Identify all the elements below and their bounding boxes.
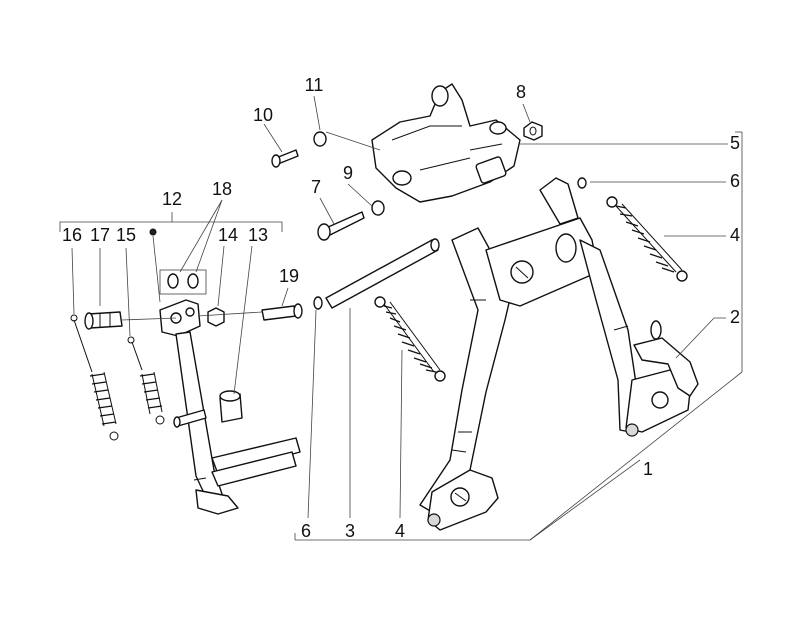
washer-11 — [313, 131, 327, 147]
leader-lines — [71, 95, 728, 541]
stand-mount-bracket — [371, 83, 521, 203]
label-17: 17 — [90, 225, 110, 245]
callout-labels: 1 2 3 4 4 5 6 6 7 8 9 10 11 12 13 14 15 … — [62, 75, 740, 541]
bolt-10 — [271, 149, 299, 168]
bushing-13 — [219, 390, 243, 423]
label-2: 2 — [730, 307, 740, 327]
label-11: 11 — [305, 75, 324, 95]
washer-9 — [371, 200, 385, 216]
label-1: 1 — [643, 459, 653, 479]
nut-14 — [207, 307, 225, 327]
pivot-pin-17 — [84, 311, 123, 330]
label-7: 7 — [311, 177, 321, 197]
label-19: 19 — [279, 266, 299, 286]
label-8: 8 — [516, 82, 526, 102]
label-9: 9 — [343, 163, 353, 183]
label-3: 3 — [345, 521, 355, 541]
pedal-lever — [633, 320, 699, 397]
label-10: 10 — [253, 105, 273, 125]
washer-left — [313, 296, 323, 310]
center-stand — [419, 177, 691, 531]
label-6-right: 6 — [730, 171, 740, 191]
bolt-7 — [317, 211, 365, 241]
label-14: 14 — [218, 225, 238, 245]
washer-right — [577, 177, 587, 189]
label-4-right: 4 — [730, 225, 740, 245]
spring-15 — [127, 336, 165, 425]
bolt-19 — [261, 303, 303, 321]
label-5: 5 — [730, 133, 740, 153]
pivot-shaft — [325, 238, 440, 309]
spring-center — [374, 296, 446, 382]
nut-8 — [523, 121, 543, 141]
spring-right — [606, 196, 688, 282]
label-16: 16 — [62, 225, 82, 245]
label-12: 12 — [162, 189, 182, 209]
label-6-bottom: 6 — [301, 521, 311, 541]
label-4-bottom: 4 — [395, 521, 405, 541]
label-15: 15 — [116, 225, 136, 245]
label-18: 18 — [212, 179, 232, 199]
label-13: 13 — [248, 225, 268, 245]
spring-16 — [70, 314, 119, 441]
marker-dot — [149, 228, 157, 236]
washers-18 — [159, 269, 207, 295]
